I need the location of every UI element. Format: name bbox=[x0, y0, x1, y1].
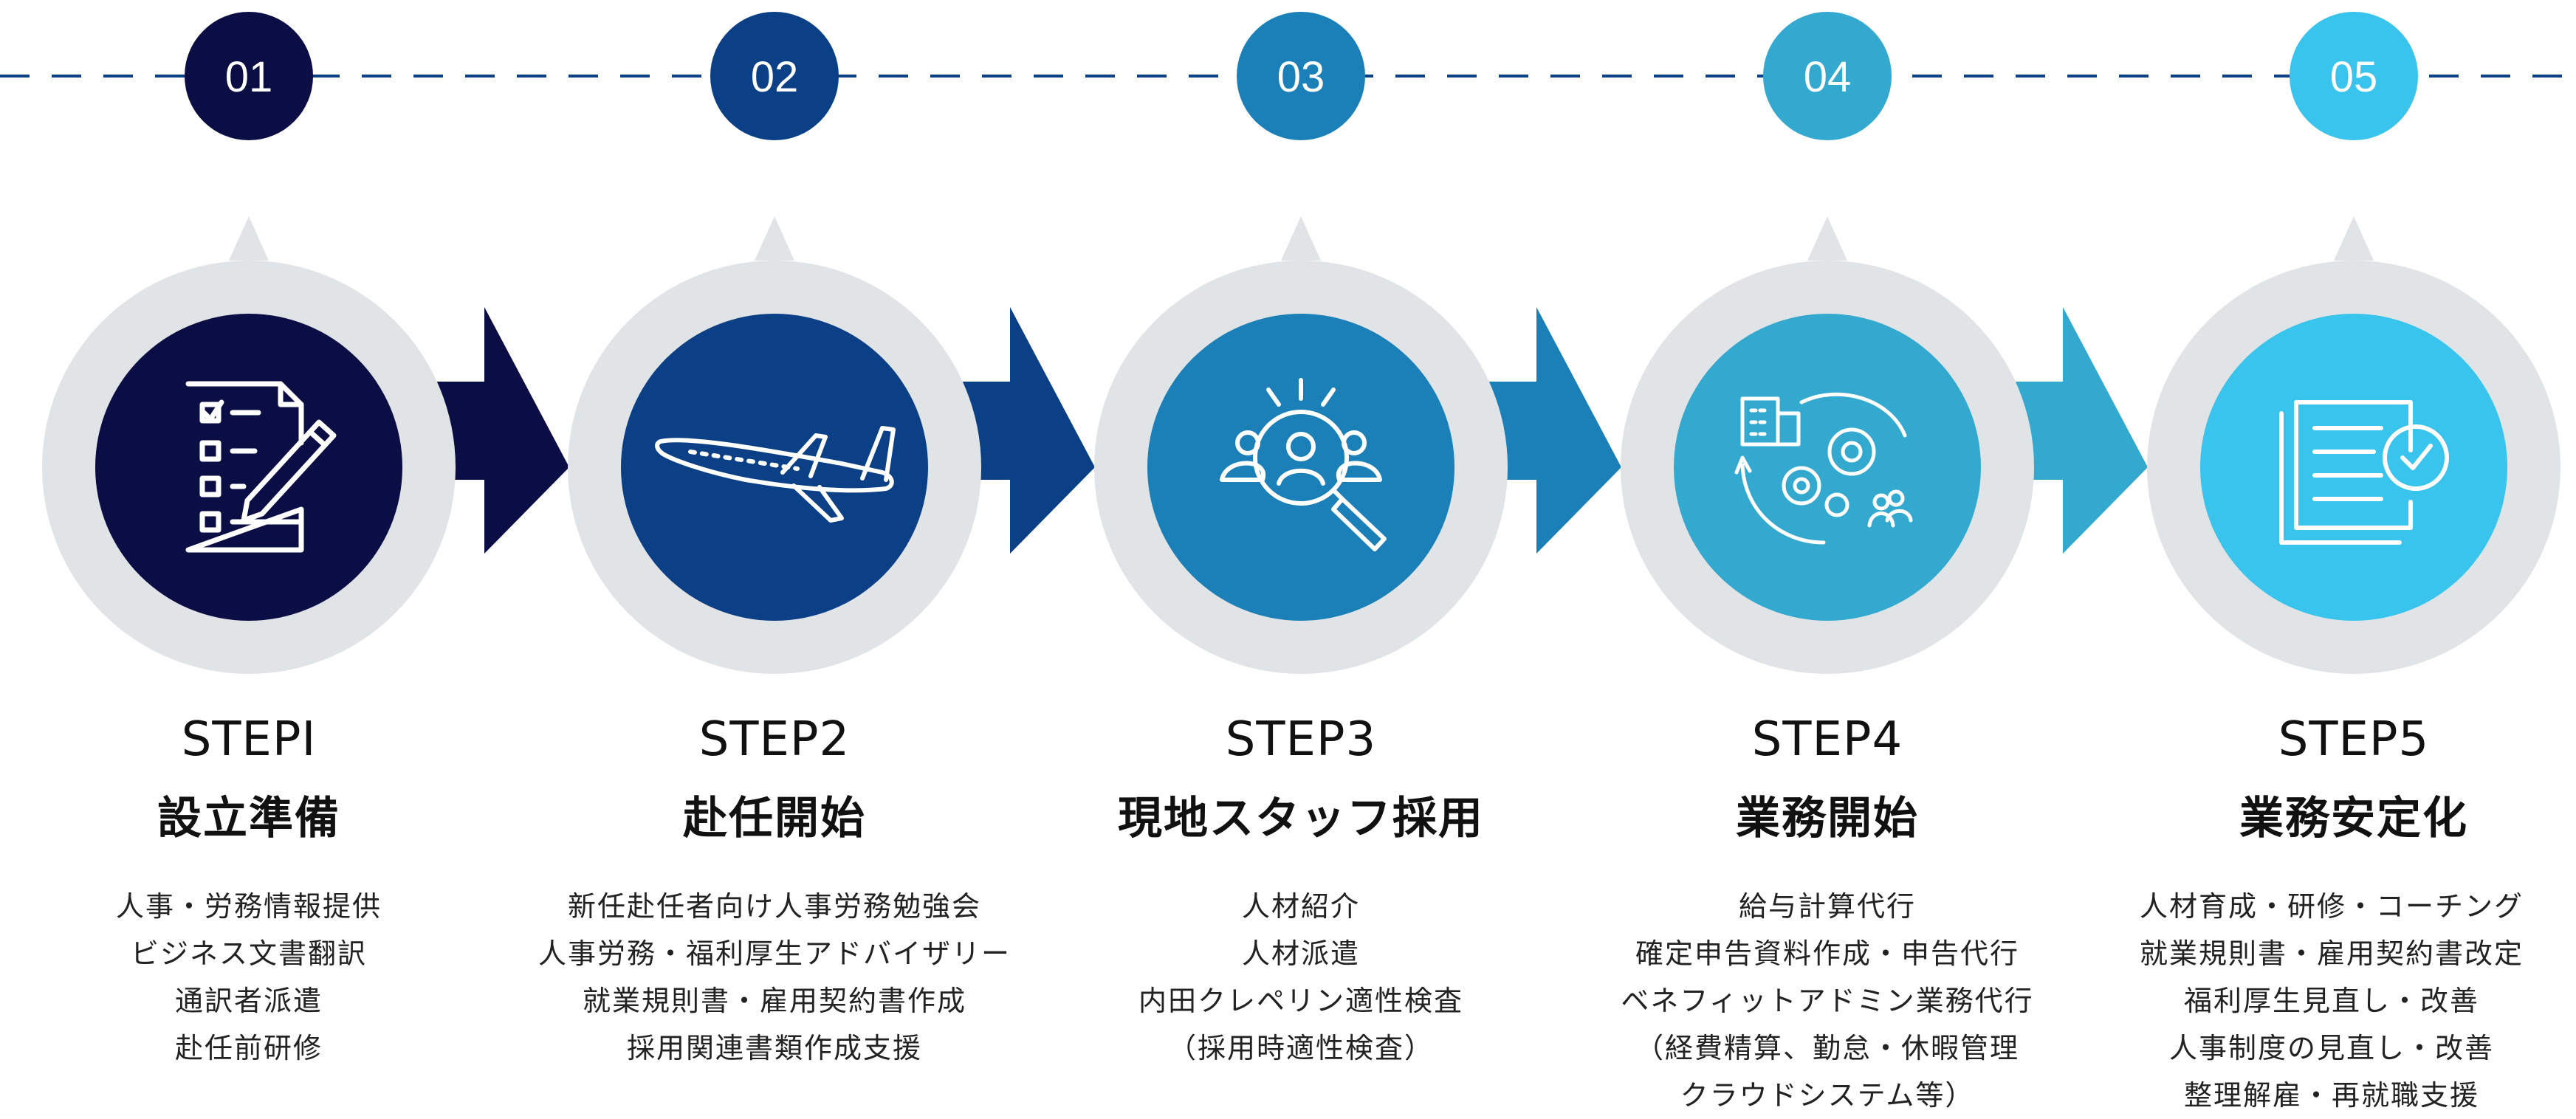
step-3-arrow bbox=[1436, 307, 1621, 554]
step-5-subtitle: 業務安定化 bbox=[2239, 793, 2468, 844]
step-2-item: 人事労務・福利厚生アドバイザリー bbox=[537, 937, 1011, 970]
step-2-arrow bbox=[910, 307, 1095, 554]
step-2-item: 新任赴任者向け人事労務勉強会 bbox=[567, 890, 981, 923]
talent-search-icon bbox=[1220, 378, 1387, 551]
step-5-text: STEP5 業務安定化 人材育成・研修・コーチング 就業規則書・雇用契約書改定 … bbox=[2087, 0, 2576, 1112]
step-5-items: 人材育成・研修・コーチング 就業規則書・雇用契約書改定 福利厚生見直し・改善 人… bbox=[2087, 883, 2576, 1119]
step-2-items: 新任赴任者向け人事労務勉強会 人事労務・福利厚生アドバイザリー 就業規則書・雇用… bbox=[512, 883, 1037, 1072]
step-1-subtitle: 設立準備 bbox=[157, 793, 340, 844]
step-1-item: ビジネス文書翻訳 bbox=[130, 937, 367, 970]
step-1-item: 人事・労務情報提供 bbox=[115, 890, 382, 923]
step-5-icon-circle bbox=[2200, 314, 2507, 621]
step-5-number-circle bbox=[2290, 12, 2418, 140]
business-gears-icon bbox=[1734, 392, 1913, 545]
step-1-number-circle bbox=[185, 12, 313, 140]
step-1-item: 通訳者派遣 bbox=[174, 985, 323, 1017]
step-3-title: STEP3 bbox=[1225, 712, 1377, 767]
step-4-subtitle: 業務開始 bbox=[1736, 793, 1919, 844]
step-3-text: STEP3 現地スタッフ採用 人材紹介 人材派遣 内田クレペリン適性検査 （採用… bbox=[1038, 0, 1564, 1109]
step-2-ring-pointer bbox=[755, 216, 794, 261]
step-5-item: 整理解雇・再就職支援 bbox=[2183, 1079, 2479, 1112]
step-1-number: 01 bbox=[225, 53, 273, 101]
step-1-ring-pointer bbox=[229, 216, 269, 261]
step-3-item: （採用時適性検査） bbox=[1167, 1032, 1434, 1064]
step-4-item: ベネフィットアドミン業務代行 bbox=[1621, 985, 2034, 1017]
step-4-icon-circle bbox=[1674, 314, 1981, 621]
step-3-number: 03 bbox=[1277, 53, 1325, 101]
step-1-title: STEPⅠ bbox=[181, 712, 317, 767]
step-3-item: 内田クレペリン適性検査 bbox=[1138, 985, 1463, 1017]
step-4-title: STEP4 bbox=[1751, 712, 1903, 767]
step-4-arrow bbox=[1962, 307, 2148, 554]
checklist-icon bbox=[185, 381, 337, 553]
step-4-item: 確定申告資料作成・申告代行 bbox=[1635, 937, 2019, 970]
step-2-item: 採用関連書類作成支援 bbox=[626, 1032, 922, 1064]
step-1-graphic: 01 bbox=[42, 12, 569, 674]
step-4-text: STEP4 業務開始 給与計算代行 確定申告資料作成・申告代行 ベネフィットアド… bbox=[1565, 0, 2090, 1112]
step-1-items: 人事・労務情報提供 ビジネス文書翻訳 通訳者派遣 赴任前研修 bbox=[0, 883, 512, 1072]
step-4-ring-pointer bbox=[1807, 216, 1847, 261]
step-4-number: 04 bbox=[1804, 53, 1852, 101]
step-4-item: クラウドシステム等） bbox=[1680, 1079, 1975, 1112]
step-2-number: 02 bbox=[751, 53, 799, 101]
step-4-number-circle bbox=[1763, 12, 1892, 140]
step-5-graphic: 05 bbox=[2147, 12, 2560, 674]
step-5-number: 05 bbox=[2330, 53, 2378, 101]
step-2-item: 就業規則書・雇用契約書作成 bbox=[582, 985, 966, 1017]
step-5-item: 福利厚生見直し・改善 bbox=[2183, 985, 2479, 1017]
step-2-title: STEP2 bbox=[698, 712, 851, 767]
step-3-ring-pointer bbox=[1281, 216, 1321, 261]
step-4-item: （経費精算、勤怠・休暇管理 bbox=[1635, 1032, 2019, 1064]
step-2-text: STEP2 赴任開始 新任赴任者向け人事労務勉強会 人事労務・福利厚生アドバイザ… bbox=[512, 0, 1037, 1109]
step-4-items: 給与計算代行 確定申告資料作成・申告代行 ベネフィットアドミン業務代行 （経費精… bbox=[1565, 883, 2090, 1119]
step-1-item: 赴任前研修 bbox=[174, 1032, 323, 1064]
step-2-number-circle bbox=[710, 12, 839, 140]
step-3-subtitle: 現地スタッフ採用 bbox=[1118, 793, 1484, 844]
step-3-graphic: 03 bbox=[1094, 12, 1621, 674]
step-2-subtitle: 赴任開始 bbox=[683, 793, 866, 844]
step-3-item: 人材派遣 bbox=[1241, 937, 1360, 970]
step-5-title: STEP5 bbox=[2278, 712, 2430, 767]
step-4-graphic: 04 bbox=[1621, 12, 2148, 674]
step-2-graphic: 02 bbox=[568, 12, 1095, 674]
step-3-number-circle bbox=[1237, 12, 1365, 140]
step-3-item: 人材紹介 bbox=[1241, 890, 1360, 923]
step-4-item: 給与計算代行 bbox=[1738, 890, 1916, 923]
step-5-item: 就業規則書・雇用契約書改定 bbox=[2139, 937, 2524, 970]
approved-document-icon bbox=[2279, 400, 2449, 545]
step-3-items: 人材紹介 人材派遣 内田クレペリン適性検査 （採用時適性検査） bbox=[1038, 883, 1564, 1072]
airplane-icon bbox=[655, 426, 896, 523]
step-1-icon-circle bbox=[95, 314, 402, 621]
step-5-ring-pointer bbox=[2334, 216, 2374, 261]
step-5-item: 人事制度の見直し・改善 bbox=[2168, 1032, 2494, 1064]
step-1-text: STEPⅠ 設立準備 人事・労務情報提供 ビジネス文書翻訳 通訳者派遣 赴任前研… bbox=[0, 0, 512, 1109]
step-1-arrow bbox=[384, 307, 569, 554]
step-5-item: 人材育成・研修・コーチング bbox=[2139, 890, 2524, 923]
